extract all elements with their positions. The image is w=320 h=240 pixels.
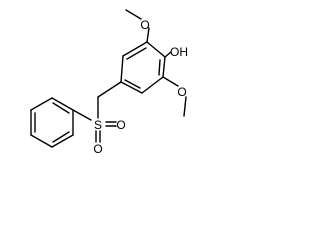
ring-bond-c3-c2-inner — [126, 47, 147, 60]
atom-label-methoxy-oxygen-bottom: O — [177, 85, 186, 99]
bond-ch3-o-top — [125, 9, 142, 20]
structure-canvas: O OH O S O O — [0, 0, 226, 169]
ring-bond-c1-c6-inner — [158, 59, 161, 76]
ring-bond-c2-c1 — [146, 41, 166, 58]
atom-label-sulfonyl-oxygen-right: O — [116, 118, 125, 132]
atom-label-sulfur: S — [94, 118, 102, 132]
bond-c6-o-bottom — [162, 76, 179, 87]
atom-label-hydroxyl: OH — [170, 45, 188, 59]
bond-o-c-top — [146, 27, 150, 43]
phenyl-bond-2 — [51, 134, 74, 148]
ring-bond-c4-c3 — [120, 55, 124, 83]
bond-s-phenyl — [72, 109, 92, 121]
ring-bond-c1-c6 — [162, 56, 166, 78]
atom-label-methoxy-oxygen-top: O — [140, 18, 149, 32]
ring-bond-c6-c5 — [141, 76, 164, 94]
bond-c4-ch2 — [97, 81, 122, 98]
molecule-structure: O OH O S O O — [30, 9, 188, 156]
ring-bond-c5-c4 — [120, 81, 143, 94]
bond-o-ch3-bottom — [183, 96, 187, 117]
phenyl-bond-6-inner — [52, 102, 70, 114]
ring-bond-c3-c2 — [122, 41, 148, 57]
bond-c1-oh — [164, 51, 172, 58]
atom-label-sulfonyl-oxygen-bottom: O — [93, 142, 102, 156]
phenyl-bond-5 — [30, 97, 53, 111]
phenyl-bond-6 — [51, 97, 74, 111]
phenyl-bond-3 — [30, 134, 53, 148]
phenyl-bond-2-inner — [52, 131, 70, 143]
ring-bond-c5-c4-inner — [124, 79, 141, 89]
